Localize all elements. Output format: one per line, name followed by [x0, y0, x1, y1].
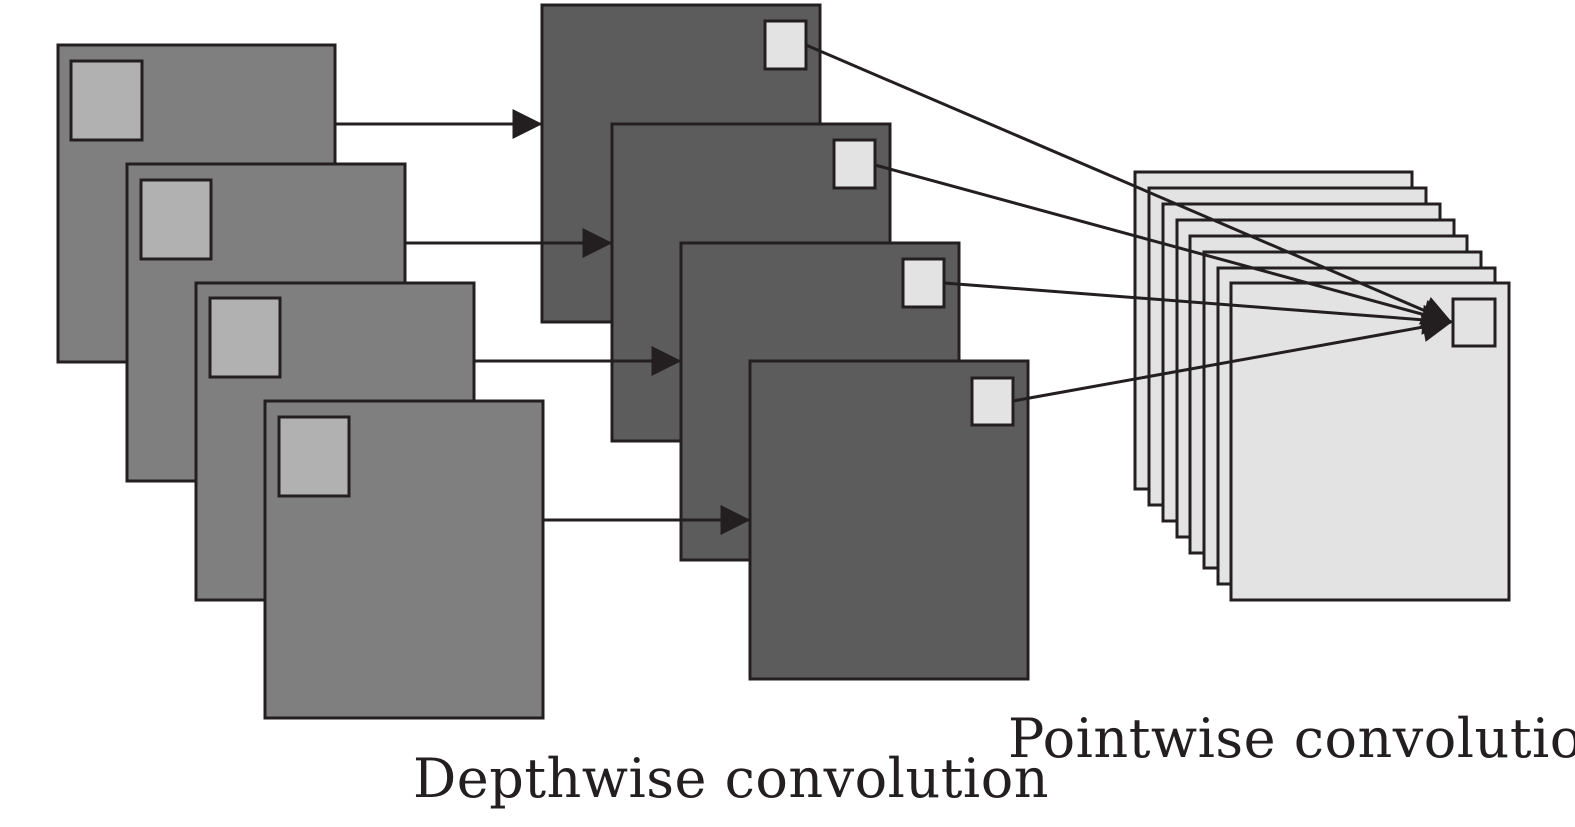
input-kernel-4: [277, 415, 351, 498]
depthwise-output-4: [748, 359, 1030, 681]
pointwise-output-cell: [1451, 297, 1497, 348]
pointwise-arrow-2: [874, 163, 1453, 329]
depthwise-output-stack: [540, 3, 1030, 681]
pointwise-output-stack: [1133, 170, 1511, 602]
depthwise-output-cell-1: [763, 19, 808, 71]
input-kernel-1: [69, 59, 144, 142]
depthwise-output-cell-4: [970, 376, 1015, 427]
input-kernel-2: [139, 178, 213, 261]
depthwise-output-cell-2: [832, 138, 877, 190]
depthwise-convolution-caption: Depthwise convolution: [413, 747, 1049, 810]
pointwise-arrows: [805, 43, 1453, 403]
input-channel-4: [263, 399, 545, 720]
pointwise-arrow-3: [943, 281, 1453, 335]
depthwise-arrows: [336, 109, 751, 535]
input-kernel-3: [208, 296, 282, 379]
pointwise-convolution-caption: Pointwise convolution: [1008, 707, 1575, 770]
pointwise-arrow-1: [805, 43, 1453, 325]
input-channel-stack: [56, 43, 545, 720]
depthwise-output-cell-3: [901, 257, 946, 309]
pointwise-arrow-4: [1012, 312, 1453, 403]
